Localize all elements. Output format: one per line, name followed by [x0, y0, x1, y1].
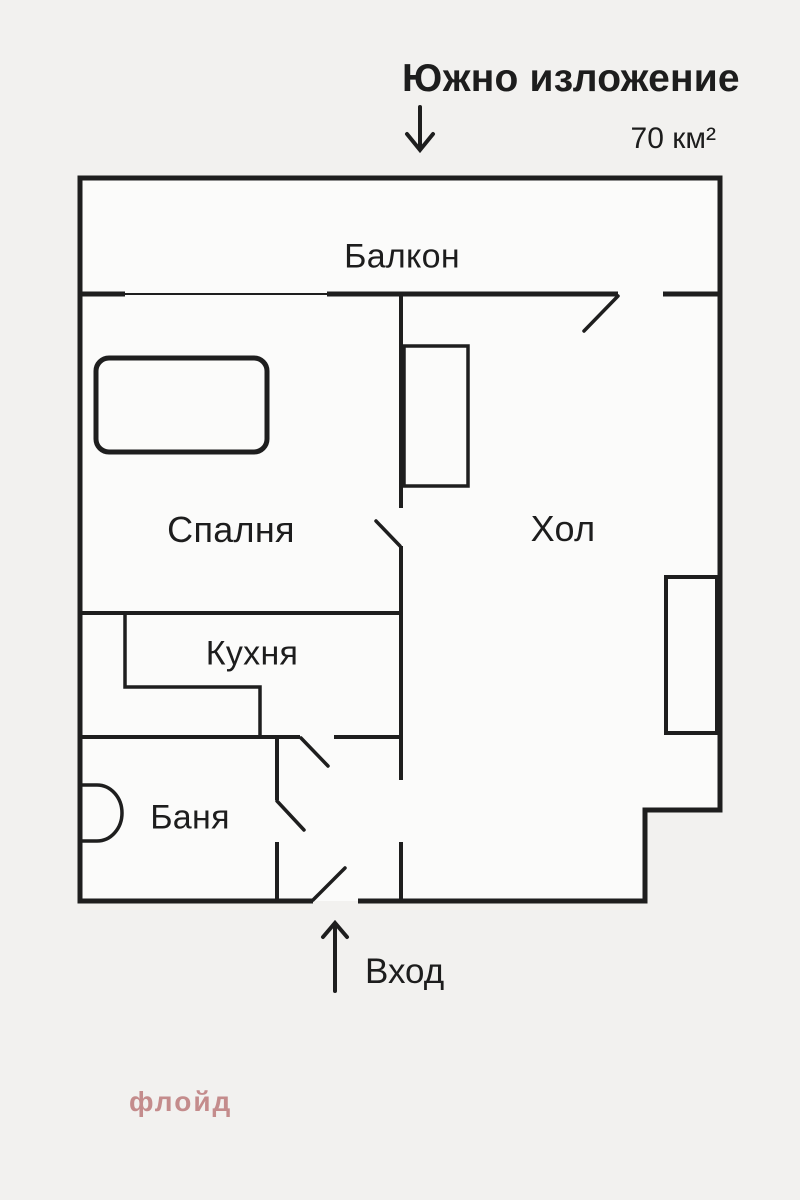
- bedroom-door-leaf: [374, 519, 402, 548]
- watermark: флойд: [129, 1086, 233, 1117]
- hall-wardrobe: [402, 344, 470, 488]
- bathroom-door-leaf: [275, 799, 306, 832]
- outer-walls: [77, 175, 723, 904]
- page-title: Южно изложение: [402, 57, 740, 100]
- entrance-door-leaf: [311, 866, 347, 902]
- kitchen-door-leaf: [299, 736, 330, 768]
- living-room-label: Хол: [530, 508, 596, 549]
- balcony-door-leaf: [582, 294, 620, 333]
- area-label: 70 км²: [630, 122, 716, 155]
- bedroom-label: Спалня: [167, 509, 295, 550]
- bed: [93, 355, 270, 455]
- entrance-arrow-icon: [321, 919, 349, 993]
- south-arrow-icon: [405, 105, 435, 154]
- bathroom-label: Баня: [150, 798, 230, 837]
- balcony-label: Балкон: [344, 237, 460, 276]
- entrance-label: Вход: [365, 952, 445, 991]
- living-room-wardrobe: [664, 575, 719, 735]
- kitchen-counter: [123, 613, 262, 736]
- bathroom-sink: [82, 783, 124, 843]
- kitchen-label: Кухня: [205, 634, 299, 673]
